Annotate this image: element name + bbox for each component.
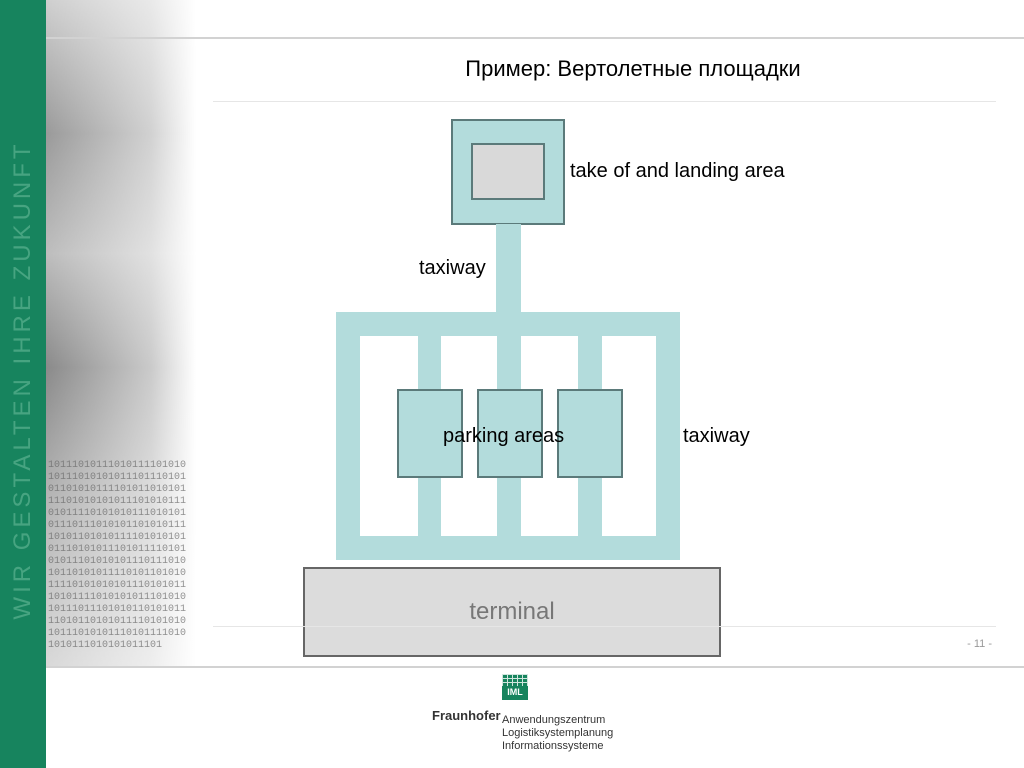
- iml-logo-text: IML: [507, 687, 523, 697]
- page-number: - 11 -: [967, 638, 992, 650]
- page-title: Пример: Вертолетные площадки: [465, 56, 801, 81]
- institute-line-3: Informationssysteme: [502, 740, 604, 752]
- title-underline: [213, 101, 996, 102]
- taxiway-frame-bottom: [336, 536, 680, 560]
- parking-area-1: [397, 389, 463, 478]
- taxiway-label-top: taxiway: [419, 257, 486, 279]
- header-divider: [46, 37, 1024, 39]
- taxiway-frame-right: [656, 312, 680, 560]
- iml-logo-icon: IML: [502, 674, 528, 700]
- institute-line-2: Logistiksystemplanung: [502, 727, 614, 739]
- brand-name: Fraunhofer: [432, 708, 501, 723]
- footer-divider: [46, 666, 1024, 668]
- left-accent-strip: WIR GESTALTEN IHRE ZUKUNFT: [0, 0, 46, 768]
- terminal-building: [303, 567, 721, 657]
- binary-pattern: 1011101011101011110101010111010101011101…: [48, 460, 187, 651]
- taxiway-label-right: taxiway: [683, 425, 750, 447]
- decorative-photo: [46, 0, 196, 668]
- parking-area-2: [477, 389, 543, 478]
- fraunhofer-logo: IML Fraunhofer Anwendungszentrum Logisti…: [432, 674, 682, 754]
- takeoff-landing-label: take of and landing area: [570, 160, 785, 182]
- institute-line-1: Anwendungszentrum: [502, 714, 606, 726]
- taxiway-frame-top: [336, 312, 680, 336]
- taxiway-connector: [496, 224, 521, 314]
- parking-areas-label: parking areas: [443, 425, 565, 447]
- landing-pad: [471, 143, 545, 200]
- taxiway-frame-left: [336, 312, 360, 560]
- institute-name: Anwendungszentrum Logistiksystemplanung …: [502, 714, 613, 753]
- terminal-label: terminal: [469, 598, 555, 625]
- parking-area-3: [557, 389, 623, 478]
- footer-rule: [213, 626, 996, 627]
